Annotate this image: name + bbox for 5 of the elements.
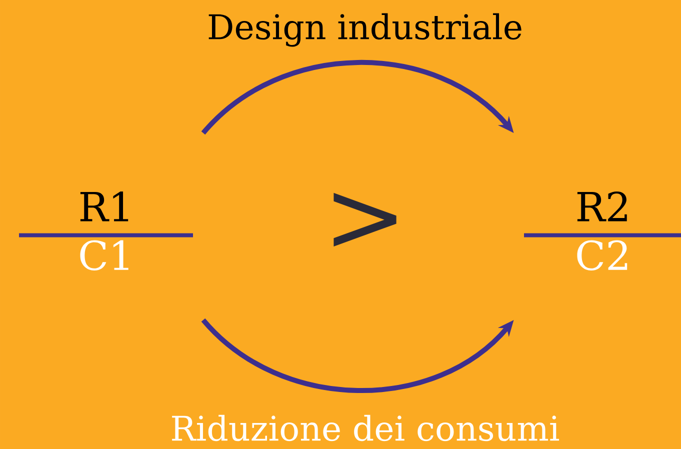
edge-label: Riduzione dei consumi <box>172 414 560 442</box>
edge-label: Design industriale <box>208 13 522 47</box>
fraction: R1 C1 <box>19 192 193 270</box>
fraction: R2 C2 <box>524 192 681 270</box>
greater-than-sign: > <box>334 192 396 246</box>
